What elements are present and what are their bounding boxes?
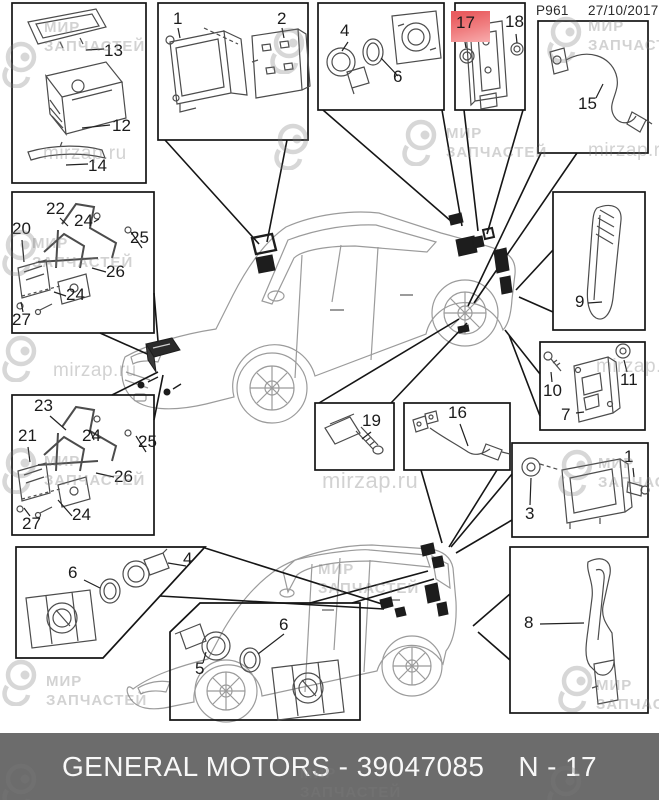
- panel-mount-bracket: [509, 546, 649, 714]
- panel-park-sensor-kit-rear: [169, 602, 361, 721]
- callout-27: 27: [12, 310, 31, 329]
- callout-funnel-lines: [99, 109, 578, 661]
- callout-9: 9: [575, 292, 585, 311]
- car-wagon: [126, 544, 457, 723]
- footer-title: GENERAL MOTORS - 39047085: [61, 750, 485, 782]
- callout-17[interactable]: 17: [456, 13, 475, 32]
- panel-park-sensor-kit-front: [15, 546, 207, 659]
- panel-control-module: [511, 442, 649, 538]
- callout-20: 20: [12, 219, 31, 238]
- part-sketches: [16, 8, 653, 721]
- footer-page-ref: N - 17: [518, 750, 598, 782]
- callout-24a: 24: [74, 211, 93, 230]
- callout-27b: 27: [22, 514, 41, 533]
- callout-26b: 26: [114, 467, 133, 486]
- mounted-parts: [137, 212, 513, 618]
- panel-tire-pressure-sensor: [314, 402, 395, 471]
- callout-10: 10: [543, 381, 562, 400]
- callout-25: 25: [130, 228, 149, 247]
- panel-antenna-cable: [403, 402, 511, 471]
- callout-25b: 25: [138, 432, 157, 451]
- callout-23: 23: [34, 396, 53, 415]
- callout-16: 16: [448, 403, 467, 422]
- callout-19: 19: [362, 411, 381, 430]
- panel-side-sensor-module: [454, 2, 526, 111]
- panel-front-bracket-upper: [11, 191, 155, 334]
- callout-6c: 6: [279, 615, 289, 634]
- panel-console-trim: [11, 2, 147, 184]
- callout-18: 18: [505, 12, 524, 31]
- callout-6b: 6: [68, 563, 78, 582]
- panel-rear-object-module: [539, 341, 646, 431]
- highlight-part-17[interactable]: [451, 11, 490, 42]
- callout-11: 11: [620, 370, 638, 389]
- callout-3: 3: [525, 504, 535, 523]
- callout-6: 6: [393, 67, 403, 86]
- callout-24c: 24: [82, 426, 101, 445]
- drawing-date: 27/10/2017: [588, 3, 659, 18]
- callout-26: 26: [106, 262, 125, 281]
- panel-front-park-sensor: [317, 2, 445, 111]
- callout-7: 7: [561, 405, 571, 424]
- callout-24b: 24: [66, 285, 85, 304]
- callout-4b: 4: [183, 549, 193, 568]
- callout-8: 8: [524, 613, 534, 632]
- callout-4: 4: [340, 21, 350, 40]
- panel-display-module: [157, 2, 309, 141]
- callout-14: 14: [88, 156, 107, 175]
- panel-quarter-trim: [552, 191, 646, 331]
- panel-camera-cable: [537, 20, 649, 154]
- car-sedan: [121, 211, 516, 424]
- callout-5: 5: [195, 659, 205, 678]
- callout-1: 1: [173, 9, 183, 28]
- footer-bar: GENERAL MOTORS - 39047085 N - 17: [0, 733, 659, 800]
- callout-13: 13: [104, 41, 123, 60]
- callout-21: 21: [18, 426, 37, 445]
- drawing-code: P961: [536, 3, 569, 18]
- callout-12: 12: [112, 116, 131, 135]
- callout-2: 2: [277, 9, 287, 28]
- callout-1b: 1: [624, 447, 634, 466]
- callout-15: 15: [578, 94, 597, 113]
- panel-front-bracket-lower: [11, 394, 155, 536]
- callout-22: 22: [46, 199, 65, 218]
- callout-24d: 24: [72, 505, 91, 524]
